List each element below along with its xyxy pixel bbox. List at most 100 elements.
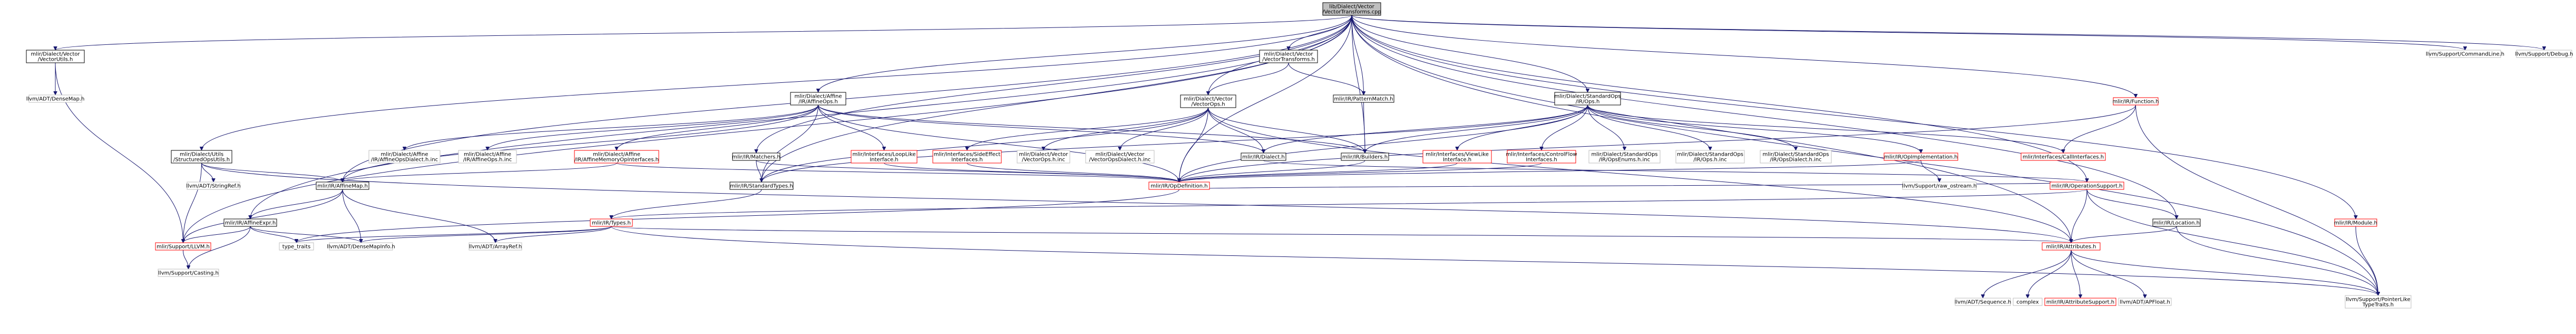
- node-box-vector-ops-h-inc: [1017, 150, 1070, 164]
- node-ir-function[interactable]: mlir/IR/Function.h: [2112, 97, 2159, 106]
- node-standard-ops[interactable]: mlir/Dialect/StandardOps/IR/Ops.h: [1554, 92, 1621, 106]
- node-ir-location[interactable]: mlir/IR/Location.h: [2152, 218, 2201, 227]
- node-affine-memory-op-interfaces[interactable]: mlir/Dialect/Affine/IR/AffineMemoryOpInt…: [574, 150, 659, 164]
- node-command-line[interactable]: llvm/Support/CommandLine.h: [2426, 50, 2504, 58]
- node-op-definition[interactable]: mlir/IR/OpDefinition.h: [1148, 182, 1210, 190]
- edge-root-to-ir-module: [1351, 15, 2356, 219]
- node-box-pattern-match: [1333, 94, 1394, 103]
- node-ir-attributes[interactable]: mlir/IR/Attributes.h: [2042, 242, 2101, 251]
- node-operation-support[interactable]: mlir/IR/OperationSupport.h: [2050, 182, 2124, 190]
- node-affine-map[interactable]: mlir/IR/AffineMap.h: [316, 182, 369, 190]
- edge-ir-types-to-ir-attributes: [611, 226, 2071, 243]
- node-ir-types[interactable]: mlir/IR/Types.h: [590, 218, 633, 227]
- node-type-traits[interactable]: type_traits: [279, 242, 314, 251]
- node-box-ir-types: [590, 218, 633, 227]
- node-complex[interactable]: complex: [2013, 298, 2043, 306]
- node-string-ref[interactable]: llvm/ADT/StringRef.h: [186, 182, 241, 190]
- node-affine-ops-dialect-inc[interactable]: mlir/Dialect/Affine/IR/AffineOpsDialect.…: [368, 150, 441, 164]
- node-raw-ostream[interactable]: llvm/Support/raw_ostream.h: [1902, 182, 1977, 190]
- node-box-vector-ops-dialect-inc: [1085, 150, 1155, 164]
- node-support-llvm[interactable]: mlir/Support/LLVM.h: [155, 242, 211, 251]
- node-structured-ops-utils[interactable]: mlir/Dialect/Utils/StructuredOpsUtils.h: [171, 150, 232, 164]
- edge-root-to-ir-location: [1351, 15, 2177, 219]
- node-ir-dialect[interactable]: mlir/IR/Dialect.h: [1241, 152, 1286, 161]
- node-affine-ops[interactable]: mlir/Dialect/Affine/IR/AffineOps.h: [790, 92, 846, 106]
- node-box-ir-attributes: [2042, 242, 2101, 251]
- node-label-complex-0: complex: [2016, 300, 2038, 306]
- node-dense-map-info[interactable]: llvm/ADT/DenseMapInfo.h: [327, 242, 395, 251]
- node-box-view-like-interface: [1422, 150, 1492, 164]
- node-label-standard-ops-0: mlir/Dialect/StandardOps: [1554, 94, 1621, 100]
- edge-standard-ops-to-std-ops-dialect-inc: [1587, 104, 1796, 151]
- node-attribute-support[interactable]: mlir/IR/AttributeSupport.h: [2044, 298, 2116, 306]
- edge-ir-function-to-pointer-like-type-traits: [2135, 104, 2378, 295]
- edge-root-to-pointer-like-type-traits: [1351, 15, 2378, 295]
- node-call-interfaces[interactable]: mlir/Interfaces/CallInterfaces.h: [2021, 152, 2106, 161]
- edge-root-to-affine-ops: [818, 15, 1352, 92]
- node-standard-types[interactable]: mlir/IR/StandardTypes.h: [729, 182, 794, 190]
- node-ap-float[interactable]: llvm/ADT/APFloat.h: [2118, 298, 2172, 306]
- node-label-support-debug-0: llvm/Support/Debug.h: [2515, 52, 2573, 58]
- edge-vector-utils-to-support-llvm: [55, 62, 183, 243]
- node-support-casting[interactable]: llvm/Support/Casting.h: [158, 269, 219, 277]
- node-label-vector-ops-dialect-inc-1: /VectorOpsDialect.h.inc: [1089, 157, 1151, 163]
- edge-vector-ops-to-ir-attributes: [1208, 107, 2072, 243]
- node-label-support-casting-0: llvm/Support/Casting.h: [158, 271, 219, 276]
- node-ir-module[interactable]: mlir/IR/Module.h: [2334, 218, 2377, 227]
- node-vector-ops-dialect-inc[interactable]: mlir/Dialect/Vector/VectorOpsDialect.h.i…: [1085, 150, 1155, 164]
- node-std-ops-dialect-inc[interactable]: mlir/Dialect/StandardOps/IR/OpsDialect.h…: [1760, 150, 1832, 164]
- node-sequence[interactable]: llvm/ADT/Sequence.h: [1955, 298, 2011, 306]
- node-array-ref[interactable]: llvm/ADT/ArrayRef.h: [469, 242, 522, 251]
- node-dense-map[interactable]: llvm/ADT/DenseMap.h: [26, 94, 85, 103]
- node-label-view-like-interface-1: Interface.h: [1443, 157, 1471, 163]
- node-matchers[interactable]: mlir/IR/Matchers.h: [732, 152, 780, 161]
- edge-vector-ops-to-standard-types: [762, 107, 1208, 182]
- node-std-op-enums[interactable]: mlir/Dialect/StandardOps/IR/OpsEnums.h.i…: [1588, 150, 1661, 164]
- node-label-loop-like-interface-0: mlir/Interfaces/LoopLike: [852, 152, 915, 158]
- edge-root-to-ir-builders: [1351, 15, 1365, 153]
- node-vector-ops-h-inc[interactable]: mlir/Dialect/Vector/VectorOps.h.inc: [1017, 150, 1070, 164]
- node-vector-utils[interactable]: mlir/Dialect/Vector/VectorUtils.h: [26, 50, 85, 63]
- node-ir-builders[interactable]: mlir/IR/Builders.h: [1341, 152, 1389, 161]
- node-std-ops-h-inc[interactable]: mlir/Dialect/StandardOps/IR/Ops.h.inc: [1675, 150, 1745, 164]
- node-box-root: [1322, 2, 1381, 16]
- edge-affine-ops-to-affine-ops-h-inc: [487, 104, 818, 151]
- edge-loop-like-interface-to-op-definition: [884, 163, 1179, 183]
- edge-vector-ops-to-vector-ops-h-inc: [1043, 107, 1208, 151]
- edge-affine-expr-to-support-casting: [189, 226, 251, 269]
- edge-affine-ops-to-affine-memory-op-interfaces: [617, 104, 818, 151]
- node-pattern-match[interactable]: mlir/IR/PatternMatch.h: [1333, 94, 1394, 103]
- node-vector-ops[interactable]: mlir/Dialect/Vector/VectorOps.h: [1180, 94, 1236, 108]
- node-affine-expr[interactable]: mlir/IR/AffineExpr.h: [223, 218, 277, 227]
- edge-ir-location-to-pointer-like-type-traits: [2176, 226, 2378, 295]
- node-root[interactable]: lib/Dialect/Vector/VectorTransforms.cpp: [1322, 2, 1381, 16]
- node-label-string-ref-0: llvm/ADT/StringRef.h: [186, 184, 240, 189]
- node-label-ir-module-0: mlir/IR/Module.h: [2334, 221, 2377, 226]
- node-affine-ops-h-inc[interactable]: mlir/Dialect/Affine/IR/AffineOps.h.inc: [458, 150, 517, 164]
- node-label-pointer-like-type-traits-0: llvm/Support/PointerLike: [2346, 297, 2411, 303]
- edge-affine-ops-to-loop-like-interface: [818, 104, 884, 150]
- edge-side-effect-interfaces-to-op-definition: [967, 163, 1179, 183]
- edge-operation-support-to-ir-attributes: [2071, 189, 2087, 243]
- edge-view-like-interface-to-op-definition: [1179, 163, 1458, 183]
- edge-vector-transforms-h-to-vector-ops: [1208, 62, 1289, 96]
- node-label-vector-ops-1: /VectorOps.h: [1191, 102, 1225, 108]
- edge-ir-builders-to-op-definition: [1179, 160, 1365, 183]
- edge-vector-ops-to-op-definition: [1179, 107, 1208, 182]
- edge-vector-ops-to-vector-ops-dialect-inc: [1120, 107, 1208, 150]
- edge-root-to-ir-attributes: [1351, 15, 2071, 243]
- node-support-debug[interactable]: llvm/Support/Debug.h: [2515, 50, 2573, 58]
- edge-ir-attributes-to-pointer-like-type-traits: [2071, 250, 2378, 296]
- edge-affine-expr-to-dense-map-info: [250, 226, 361, 243]
- edge-ir-types-to-type-traits: [297, 226, 612, 243]
- node-box-affine-ops-dialect-inc: [368, 150, 441, 164]
- edge-operation-support-to-ir-location: [2086, 189, 2177, 220]
- node-label-affine-memory-op-interfaces-1: /IR/AffineMemoryOpInterfaces.h: [574, 157, 659, 163]
- node-op-implementation[interactable]: mlir/IR/OpImplementation.h: [1884, 152, 1958, 161]
- node-vector-transforms-h[interactable]: mlir/Dialect/Vector/VectorTransforms.h: [1259, 50, 1318, 63]
